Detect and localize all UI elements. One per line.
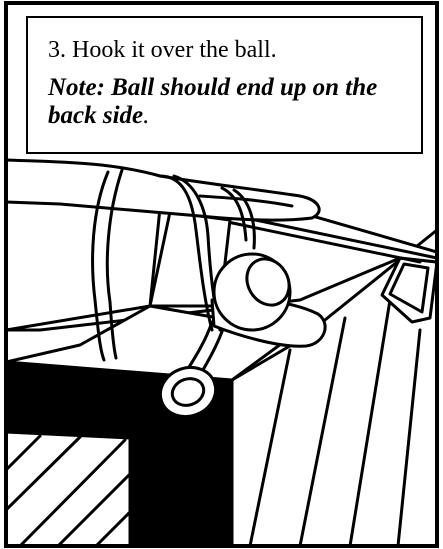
step-instruction: 3. Hook it over the ball.: [48, 36, 407, 64]
note-text: Note: Ball should end up on the back sid…: [48, 74, 377, 129]
note-period: .: [143, 102, 149, 129]
note: Note: Ball should end up on the back sid…: [48, 74, 407, 130]
caption-box: 3. Hook it over the ball. Note: Ball sho…: [26, 16, 423, 154]
